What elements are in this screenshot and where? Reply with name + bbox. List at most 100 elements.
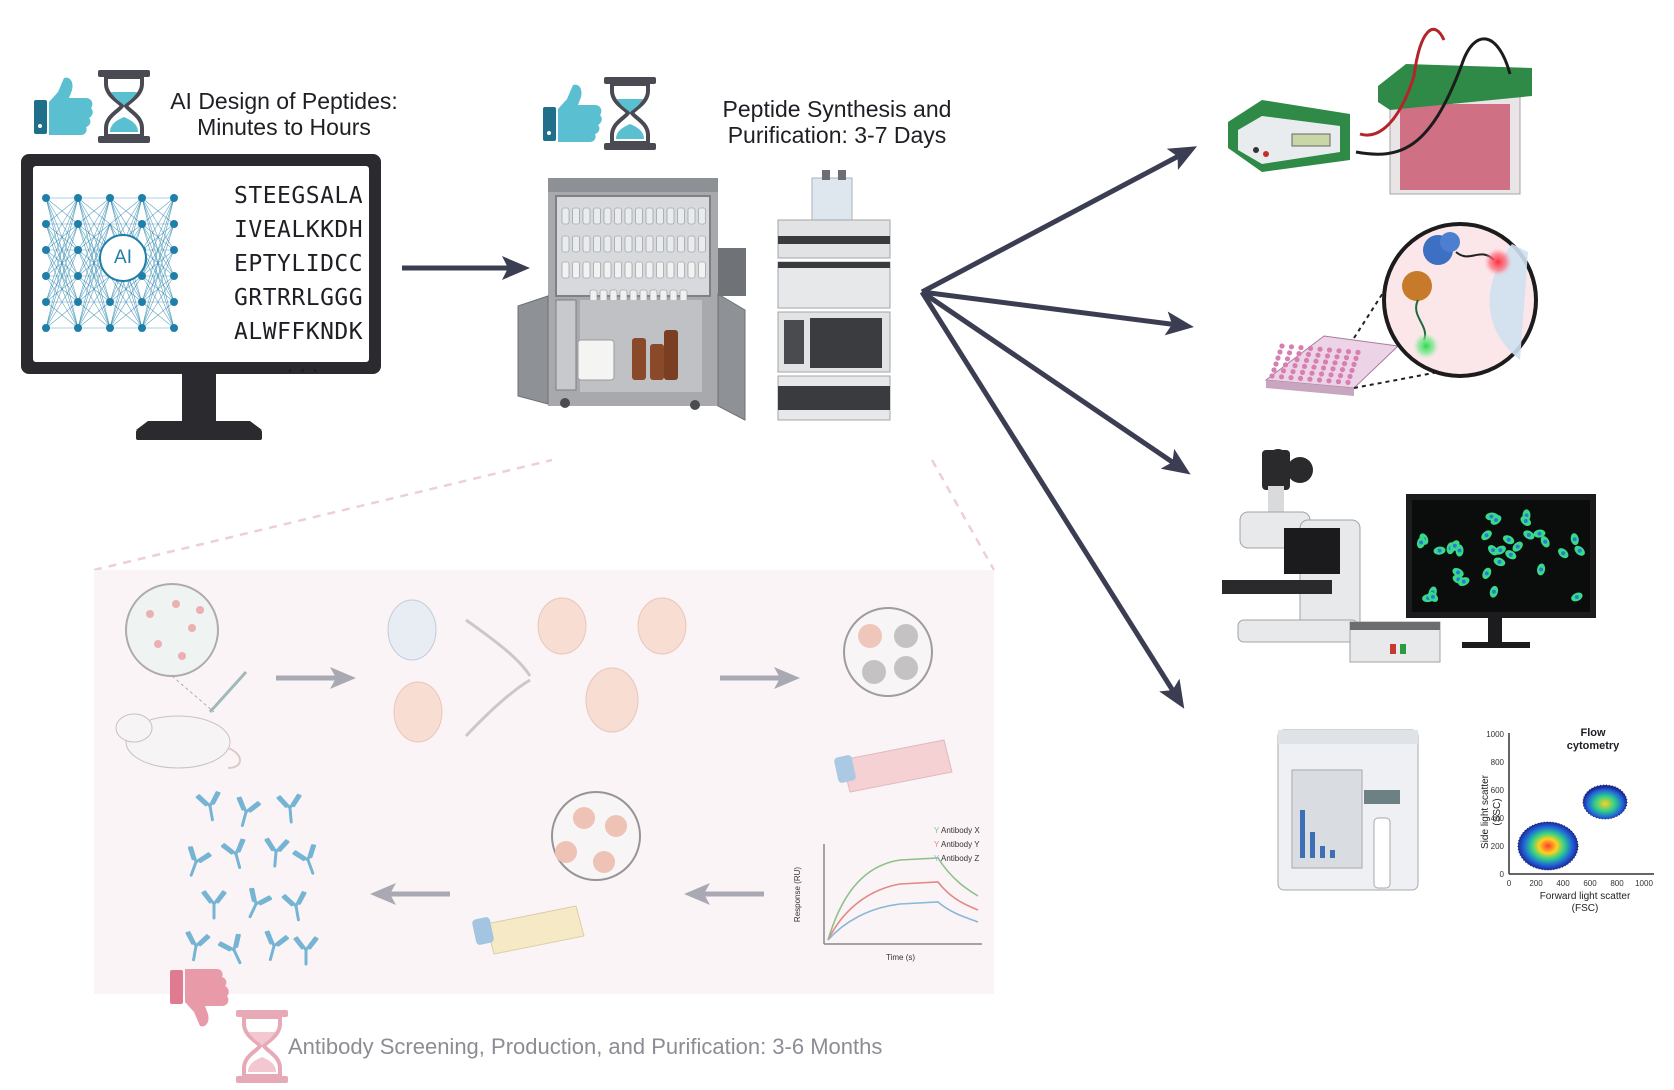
well — [1275, 355, 1281, 361]
well — [1282, 362, 1289, 368]
flow-ylabel-line2: (SSC) — [1492, 798, 1503, 826]
antibody-icon — [187, 846, 212, 877]
well — [1330, 366, 1336, 372]
vial — [624, 261, 633, 279]
nn-edge — [45, 197, 79, 225]
vial — [635, 261, 643, 279]
antibody-icon — [248, 887, 273, 919]
well — [1345, 379, 1351, 385]
flow-x-tick-label: 200 — [1529, 879, 1543, 888]
cell-nucleus — [1484, 533, 1489, 538]
nn-node — [106, 194, 114, 202]
well — [1294, 357, 1300, 363]
vial — [687, 207, 696, 225]
hybridoma-fusion-cells — [387, 597, 687, 743]
well — [1328, 372, 1334, 378]
vial — [677, 261, 685, 279]
nn-node — [170, 324, 178, 332]
antibody-icon — [264, 930, 289, 962]
vial — [656, 261, 664, 279]
ai-title-line1: AI Design of Peptides: — [170, 88, 398, 114]
cell-nucleus — [1561, 551, 1566, 556]
cell-nucleus — [1484, 571, 1489, 576]
nn-edge — [77, 275, 111, 329]
cell-nucleus — [1437, 548, 1442, 553]
well — [1326, 347, 1333, 353]
well — [1271, 367, 1277, 373]
vial — [645, 235, 654, 253]
legend-antibody-y-label: Antibody Y — [940, 840, 980, 849]
nn-node — [74, 246, 82, 254]
cell-nucleus — [1572, 537, 1577, 542]
legend-antibody-x: Y Antibody X — [934, 826, 980, 840]
cell-nucleus — [1489, 514, 1494, 519]
production-flask — [472, 791, 641, 955]
flow-y-tick-label: 1000 — [1486, 730, 1504, 739]
well — [1355, 349, 1361, 355]
nn-node — [170, 298, 178, 306]
vial — [572, 261, 580, 279]
ai-node — [99, 234, 147, 282]
well — [1313, 358, 1319, 364]
well — [1316, 377, 1323, 383]
antibody-x-swatch: Y — [934, 826, 940, 835]
nn-edge — [141, 197, 175, 303]
antibody-flow-arrows — [276, 667, 800, 905]
vial — [666, 207, 675, 225]
cell-nucleus — [1461, 579, 1466, 584]
cell-nucleus — [1491, 548, 1496, 553]
well — [1299, 369, 1306, 375]
vial — [677, 235, 685, 253]
nn-edge — [77, 197, 111, 277]
vial — [582, 261, 591, 279]
vial — [572, 235, 580, 253]
vial — [593, 207, 601, 225]
vial — [656, 207, 664, 225]
nn-node — [138, 324, 146, 332]
fan-out-arrows — [919, 146, 1198, 709]
flow-x-tick-label: 400 — [1556, 879, 1570, 888]
antibody-icon — [195, 791, 221, 822]
binding-assay-illustration — [1264, 222, 1538, 396]
nn-edge — [109, 197, 143, 225]
well — [1277, 349, 1283, 355]
cell-nucleus — [1457, 548, 1462, 553]
flow-x-tick-label: 800 — [1610, 879, 1624, 888]
neural-network-graphic — [42, 194, 178, 332]
well — [1318, 371, 1325, 377]
series-antibody-y — [827, 881, 979, 941]
fluorescent-cells-image — [1416, 509, 1585, 603]
cell-nucleus — [1537, 531, 1542, 536]
nn-node — [42, 324, 50, 332]
nn-edge — [141, 197, 175, 225]
well — [1284, 356, 1291, 362]
well — [1278, 374, 1285, 380]
well — [1305, 351, 1312, 357]
cell-nucleus — [1491, 589, 1496, 594]
legend-antibody-z-label: Antibody Z — [940, 854, 980, 863]
vial — [635, 207, 643, 225]
flow-y-tick-label: 0 — [1500, 870, 1505, 879]
vial — [561, 235, 570, 253]
vial — [561, 261, 570, 279]
vial — [614, 261, 622, 279]
antibody-icon — [276, 793, 302, 824]
well — [1297, 375, 1304, 381]
antibody-icon — [264, 837, 290, 868]
cell-nucleus — [1574, 594, 1579, 599]
flow-x-tick-label: 0 — [1507, 879, 1512, 888]
flow-title-line1: Flow — [1580, 727, 1606, 739]
nn-edge — [141, 197, 175, 277]
antibody-workflow-panel — [93, 458, 996, 1083]
nn-edge — [77, 197, 111, 303]
nn-node — [170, 272, 178, 280]
cell-nucleus — [1515, 544, 1520, 549]
flow-xlabel-line2: (FSC) — [1571, 903, 1599, 914]
nn-edge — [141, 275, 175, 329]
binding-kinetics-chart — [823, 844, 982, 945]
cell-nucleus — [1508, 552, 1513, 557]
cell-nucleus — [1498, 548, 1503, 553]
nn-node — [42, 246, 50, 254]
